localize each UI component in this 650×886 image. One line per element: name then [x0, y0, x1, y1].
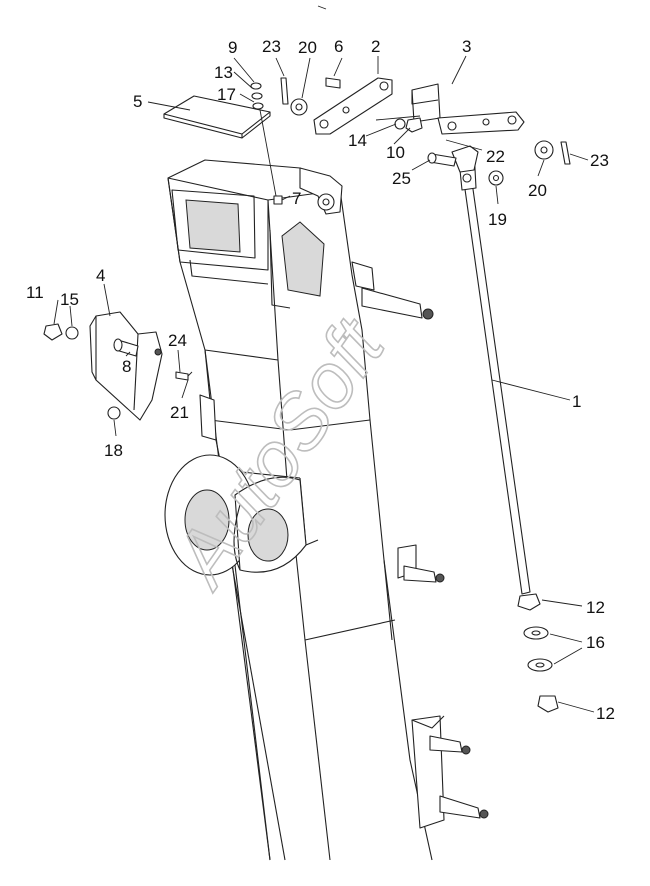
label-8: 8: [122, 357, 131, 376]
cover-bracket: [89, 311, 163, 421]
bolt-7: [273, 195, 283, 205]
bolt-24: [175, 371, 189, 381]
nut-9: [250, 82, 262, 90]
label-12b: 12: [596, 704, 615, 723]
label-4: 4: [96, 266, 105, 285]
label-1: 1: [572, 392, 581, 411]
label-5: 5: [133, 92, 142, 111]
callout-numbers: 1 2 3 4 5 6 7 8 9 10 11 12 12 13 14 15 1…: [26, 37, 615, 723]
label-11: 11: [26, 283, 44, 302]
round-flange: [164, 454, 307, 576]
rod-hardware: [517, 593, 559, 713]
label-17: 17: [217, 85, 236, 104]
washer-20-top: [290, 98, 308, 116]
label-13: 13: [214, 63, 233, 82]
label-10: 10: [386, 143, 405, 162]
label-20a: 20: [298, 38, 317, 57]
label-16: 16: [586, 633, 605, 652]
cotter-21: [187, 371, 193, 377]
label-7: 7: [292, 189, 301, 208]
label-25: 25: [392, 169, 411, 188]
washer-13: [251, 92, 263, 100]
label-21: 21: [170, 403, 189, 422]
top-mark: [317, 5, 327, 10]
cotter-23-top: [280, 77, 289, 105]
label-20b: 20: [528, 181, 547, 200]
fork-22: [451, 145, 479, 173]
bolt-6: [325, 77, 341, 89]
label-22: 22: [486, 147, 505, 166]
label-6: 6: [334, 37, 343, 56]
leader-lines: [53, 55, 595, 713]
label-23b: 23: [590, 151, 609, 170]
washer-14: [394, 118, 406, 130]
washer-15: [65, 326, 79, 340]
cover-plate: [163, 95, 271, 139]
washer-19: [488, 170, 504, 186]
label-24: 24: [168, 331, 187, 350]
cotter-23-right: [560, 141, 571, 165]
washer-17: [252, 102, 264, 110]
link-plate-3: [411, 83, 525, 135]
label-9: 9: [228, 38, 237, 57]
washer-20-right: [534, 140, 554, 160]
main-column: [167, 159, 489, 861]
label-12a: 12: [586, 598, 605, 617]
label-23a: 23: [262, 37, 281, 56]
label-15: 15: [60, 290, 79, 309]
label-19: 19: [488, 210, 507, 229]
nut-11: [43, 323, 63, 341]
label-14: 14: [348, 131, 367, 150]
link-plate-2: [313, 77, 393, 135]
washer-18: [107, 406, 121, 420]
label-2: 2: [371, 37, 380, 56]
label-18: 18: [104, 441, 123, 460]
label-3: 3: [462, 37, 471, 56]
